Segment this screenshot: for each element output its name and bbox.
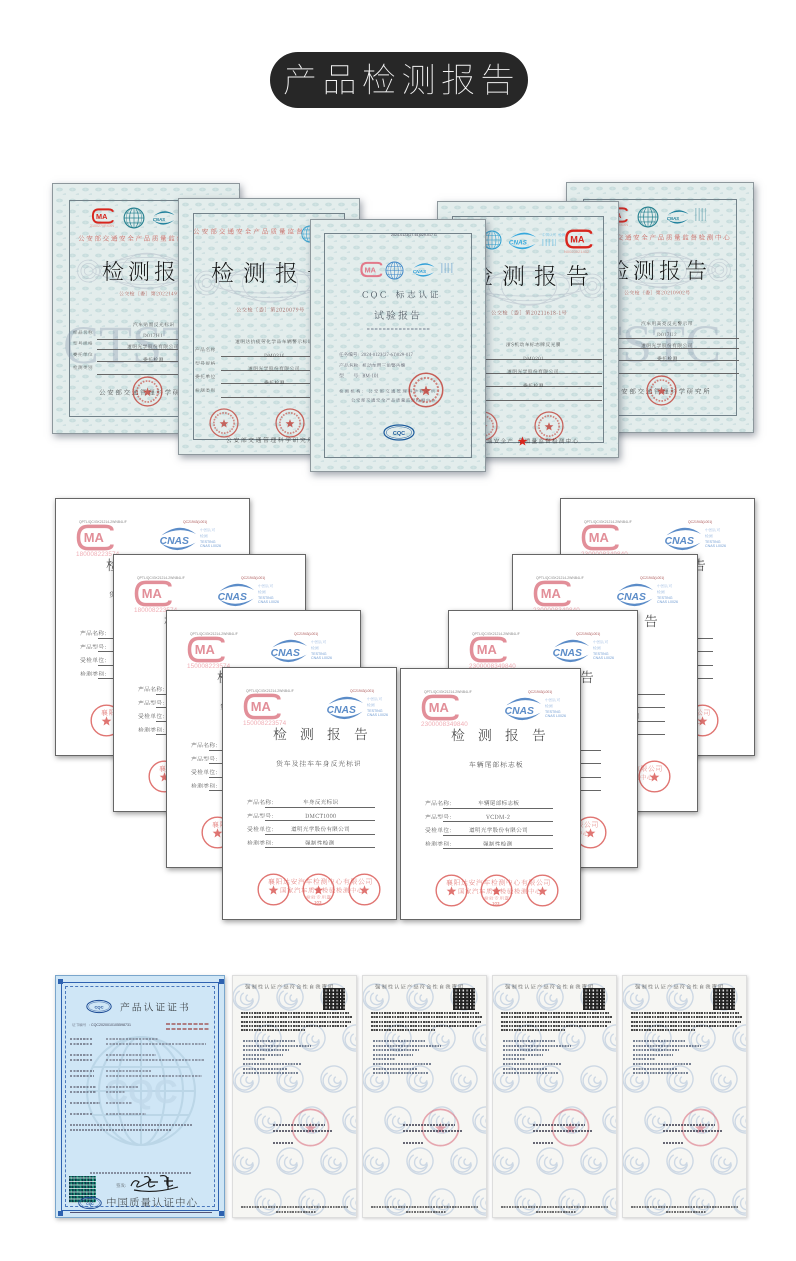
svg-text:CNAS: CNAS: [617, 592, 646, 603]
svg-text:CNAS: CNAS: [413, 269, 427, 275]
svg-text:CQC: CQC: [95, 1005, 104, 1010]
svg-text:MA: MA: [570, 234, 585, 244]
svg-text:CNAS: CNAS: [553, 648, 582, 659]
svg-text:MA: MA: [96, 212, 108, 221]
svg-text:MA: MA: [84, 530, 104, 545]
svg-text:MA: MA: [195, 642, 215, 657]
svg-text:CNAS: CNAS: [509, 240, 528, 247]
svg-text:CNAS: CNAS: [665, 536, 694, 547]
svg-text:MA: MA: [477, 642, 497, 657]
svg-text:CNAS: CNAS: [271, 648, 300, 659]
svg-text:CNAS: CNAS: [160, 536, 189, 547]
svg-text:MA: MA: [251, 699, 271, 714]
svg-text:MA: MA: [365, 265, 377, 274]
svg-text:CNAS: CNAS: [327, 705, 356, 716]
svg-text:CNAS: CNAS: [667, 216, 679, 221]
svg-text:MA: MA: [429, 700, 449, 715]
svg-text:MA: MA: [142, 586, 162, 601]
svg-text:CNAS: CNAS: [505, 706, 534, 717]
svg-text:MA: MA: [541, 586, 561, 601]
svg-text:MA: MA: [589, 530, 609, 545]
svg-text:CNAS: CNAS: [153, 217, 165, 222]
svg-text:CNAS: CNAS: [218, 592, 247, 603]
svg-text:CQC: CQC: [86, 1202, 94, 1206]
svg-text:CQC: CQC: [393, 431, 405, 437]
